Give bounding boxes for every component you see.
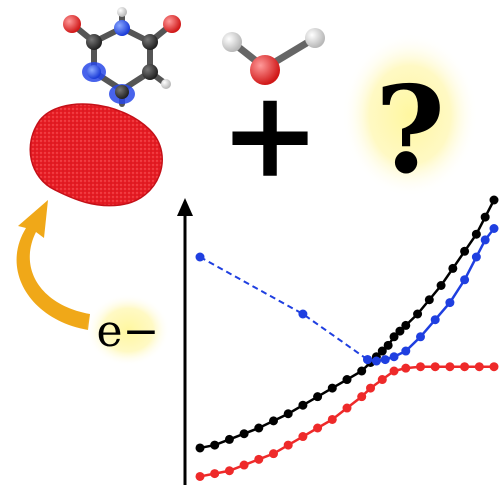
data-point-3-8: [313, 423, 323, 433]
data-point-2-9: [471, 252, 481, 262]
data-point-3-18: [445, 362, 455, 372]
data-point-3-10: [342, 403, 352, 413]
data-point-3-12: [366, 383, 376, 393]
data-point-2-1: [371, 356, 381, 366]
data-point-0-8: [313, 392, 323, 402]
data-point-0-21: [436, 281, 446, 290]
series-0: [195, 195, 499, 453]
data-point-3-20: [474, 362, 484, 372]
data-point-0-15: [383, 340, 393, 350]
data-point-1-0: [195, 252, 205, 262]
data-point-0-23: [460, 246, 470, 256]
data-point-0-26: [489, 195, 499, 205]
data-point-0-6: [283, 409, 293, 419]
y-axis: [177, 198, 193, 485]
data-point-3-15: [401, 363, 411, 373]
data-point-3-0: [195, 471, 205, 481]
plus-sign: +: [220, 64, 321, 205]
data-point-0-14: [377, 346, 387, 356]
data-point-3-7: [298, 432, 308, 442]
question-mark: ?: [375, 60, 445, 201]
electron-glow: [86, 294, 170, 366]
data-point-0-11: [357, 366, 367, 376]
data-point-2-8: [460, 275, 470, 285]
data-point-3-21: [489, 362, 499, 372]
water-molecule-icon: [222, 28, 325, 85]
data-point-2-6: [430, 315, 440, 325]
data-point-0-4: [254, 423, 264, 433]
data-point-1-1: [298, 309, 308, 319]
data-point-2-0: [363, 355, 373, 365]
series-line-3: [199, 365, 494, 478]
data-point-0-17: [395, 326, 405, 336]
uracil-molecule-icon: [63, 7, 181, 107]
data-point-0-1: [210, 440, 220, 450]
data-point-3-9: [327, 414, 337, 424]
data-point-3-4: [254, 454, 264, 464]
data-point-3-13: [377, 375, 387, 385]
data-point-3-2: [224, 466, 234, 476]
data-point-3-1: [210, 469, 220, 479]
data-point-2-11: [489, 224, 499, 233]
data-point-0-3: [239, 429, 249, 439]
data-point-0-25: [480, 212, 490, 222]
curved-arrow-icon: [16, 200, 90, 330]
data-point-0-7: [298, 400, 308, 410]
data-point-0-22: [448, 263, 458, 273]
data-point-0-24: [471, 229, 481, 239]
data-point-3-19: [460, 362, 470, 372]
data-point-3-3: [239, 460, 249, 470]
data-point-0-5: [269, 416, 278, 426]
data-point-0-18: [401, 320, 411, 330]
data-point-3-5: [269, 449, 278, 459]
series-line-1: [199, 256, 369, 361]
electron-label: e−: [97, 306, 160, 357]
data-point-0-9: [327, 383, 337, 393]
data-point-2-5: [416, 332, 425, 342]
data-point-2-7: [445, 298, 455, 308]
series-1: [195, 252, 373, 365]
data-point-0-19: [413, 309, 423, 319]
data-point-0-20: [424, 295, 434, 305]
plot-area: [195, 195, 499, 481]
data-point-0-10: [342, 375, 352, 385]
data-point-3-17: [430, 362, 440, 372]
data-point-0-2: [224, 434, 234, 444]
data-point-3-16: [416, 362, 425, 372]
data-point-3-11: [357, 392, 367, 402]
data-point-3-6: [283, 440, 293, 450]
data-point-2-3: [389, 352, 399, 362]
data-point-3-14: [389, 366, 399, 376]
data-point-0-16: [389, 332, 399, 342]
data-point-0-0: [195, 443, 205, 453]
series-2: [363, 224, 499, 366]
series-line-2: [367, 227, 495, 363]
series-3: [195, 362, 499, 481]
data-point-2-2: [380, 355, 390, 365]
data-point-2-4: [401, 346, 411, 356]
data-point-2-10: [480, 235, 490, 245]
question-glow: [342, 33, 478, 197]
electron-cloud-icon: [29, 103, 163, 207]
